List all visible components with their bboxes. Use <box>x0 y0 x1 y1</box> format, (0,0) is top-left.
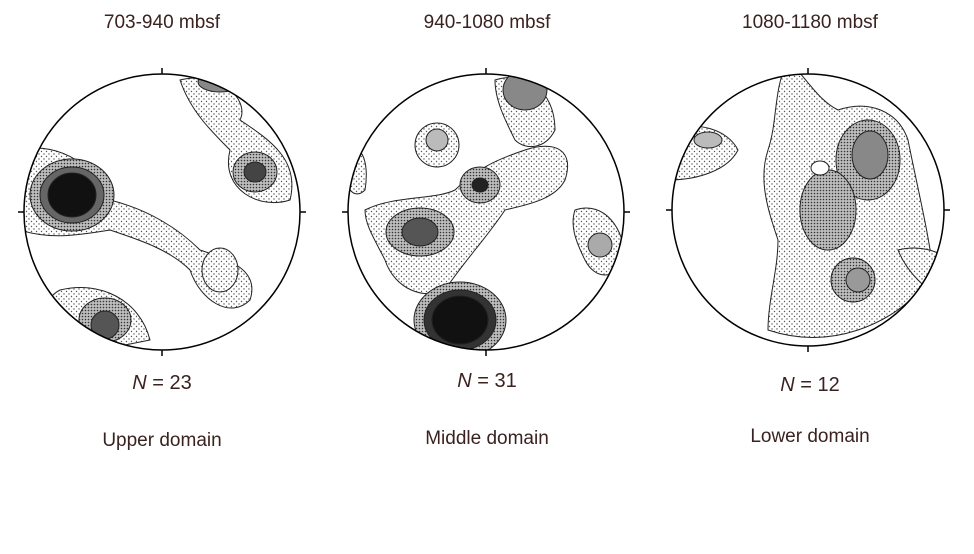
stereonet-lower <box>666 68 950 352</box>
sample-count: N = 23 <box>132 372 192 394</box>
panel-upper: 703-940 mbsf N = 23 Upper domain <box>0 0 324 554</box>
domain-label: Lower domain <box>750 426 870 447</box>
sample-count: N = 31 <box>457 370 517 392</box>
sample-count: N = 12 <box>780 374 840 396</box>
depth-label: 703-940 mbsf <box>103 12 221 33</box>
depth-label: 940-1080 mbsf <box>423 12 551 33</box>
panel-middle: 940-1080 mbsf N = 31 Middle domain <box>325 0 649 554</box>
stereonet-middle <box>342 68 630 356</box>
domain-label: Middle domain <box>425 428 549 449</box>
panel-lower: 1080-1180 mbsf N = 12 Lower domain <box>648 0 972 554</box>
domain-label: Upper domain <box>102 430 222 451</box>
stereonet-upper <box>18 68 306 356</box>
depth-label: 1080-1180 mbsf <box>742 12 878 33</box>
